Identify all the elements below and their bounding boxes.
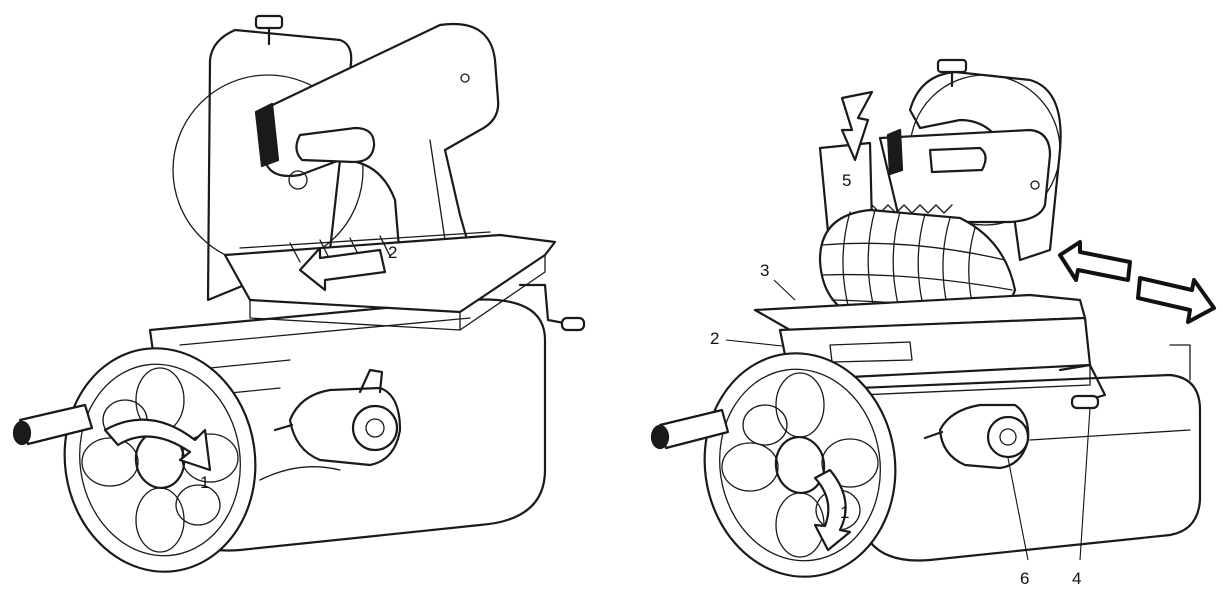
slicer-figure-left: 1 2 (0, 0, 610, 604)
table-edge (239, 231, 491, 249)
arm-bolt (460, 73, 470, 83)
handwheel-icon (703, 352, 897, 578)
base-highlight (1029, 429, 1191, 441)
push-arrow-icon (840, 90, 874, 162)
sharpener-lever (358, 368, 384, 394)
pusher-arm (878, 128, 1052, 224)
leader-2 (725, 339, 783, 347)
rotation-arrow-icon (103, 418, 212, 472)
sharpener-pin (273, 423, 294, 432)
crank-knob (560, 316, 586, 332)
sharpener-dial (351, 404, 399, 452)
arm-badge (288, 170, 308, 190)
base-highlight (179, 317, 471, 346)
carriage-end (459, 254, 546, 331)
carriage-side (249, 299, 461, 331)
callout-1: 1 (200, 473, 209, 492)
callout-6: 6 (1020, 569, 1029, 588)
arm-bolt (1030, 180, 1040, 190)
sharpener-dial-hub (365, 418, 385, 438)
slicer-drawing-right: 5 4 6 3 2 1 (650, 58, 1216, 588)
pusher-handle (928, 146, 987, 174)
top-knob (254, 14, 284, 30)
lock-lever (886, 128, 904, 176)
callout-1: 1 (840, 503, 849, 522)
handwheel-icon (63, 347, 257, 573)
wheel-handle-cap (650, 424, 670, 450)
top-knob (936, 58, 968, 74)
pusher-handle (295, 126, 376, 164)
callout-3: 3 (760, 261, 769, 280)
base-rear-post (1169, 344, 1191, 381)
slicer-drawing-left: 1 2 (12, 14, 586, 573)
base-contour (259, 466, 341, 481)
sharpener-dial (986, 415, 1030, 459)
wheel-handle-cap (12, 420, 32, 446)
arm-edge (429, 139, 446, 241)
leader-4 (1079, 407, 1091, 561)
callout-2: 2 (388, 243, 397, 262)
rotation-arrow-icon (813, 468, 852, 552)
leader-3 (773, 279, 796, 301)
callout-2: 2 (710, 329, 719, 348)
sausage-icon (818, 208, 1017, 327)
leader-6 (1007, 457, 1029, 561)
callout-4: 4 (1072, 569, 1081, 588)
slide-arrow-icon (298, 246, 387, 292)
sharpener-dial-hub (999, 428, 1017, 446)
back-and-forth-arrows-icon (1058, 240, 1216, 324)
sharpener-pin (923, 430, 944, 440)
callout-5: 5 (842, 171, 851, 190)
table-grid (289, 235, 391, 263)
slicer-figure-right: 5 4 6 3 2 1 (610, 0, 1223, 604)
carriage-slot (829, 341, 913, 363)
lock-lever (254, 102, 280, 168)
crank-knob (1070, 394, 1100, 410)
